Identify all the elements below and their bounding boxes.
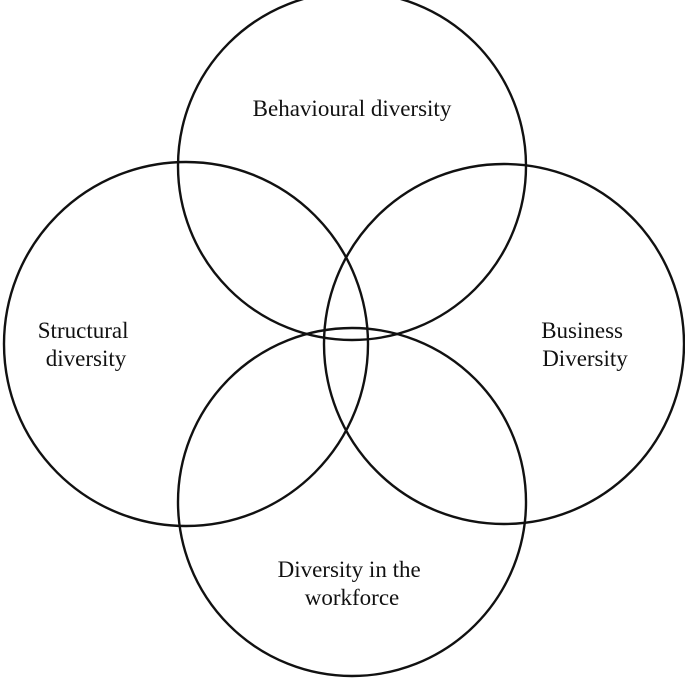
circle-business-diversity bbox=[322, 162, 685, 526]
circle-diversity-in-the-workforce bbox=[176, 326, 528, 678]
label-behavioural-line-1: Behavioural diversity bbox=[253, 96, 452, 121]
label-structural-line-1: Structural bbox=[38, 318, 129, 343]
circle-structural-diversity bbox=[2, 160, 370, 528]
label-workforce-line-1: Diversity in the bbox=[278, 557, 421, 582]
circle-behavioural-diversity bbox=[176, 0, 528, 342]
label-structural-line-2: diversity bbox=[46, 346, 127, 371]
label-behavioural-diversity: Behavioural diversity bbox=[253, 96, 452, 121]
label-workforce-line-2: workforce bbox=[305, 585, 400, 610]
label-business-diversity: Business Diversity bbox=[541, 318, 629, 371]
label-business-line-1: Business bbox=[541, 318, 623, 343]
label-structural-diversity: Structural diversity bbox=[38, 318, 134, 371]
label-diversity-in-the-workforce: Diversity in the workforce bbox=[278, 557, 427, 610]
label-business-line-2: Diversity bbox=[542, 346, 628, 371]
